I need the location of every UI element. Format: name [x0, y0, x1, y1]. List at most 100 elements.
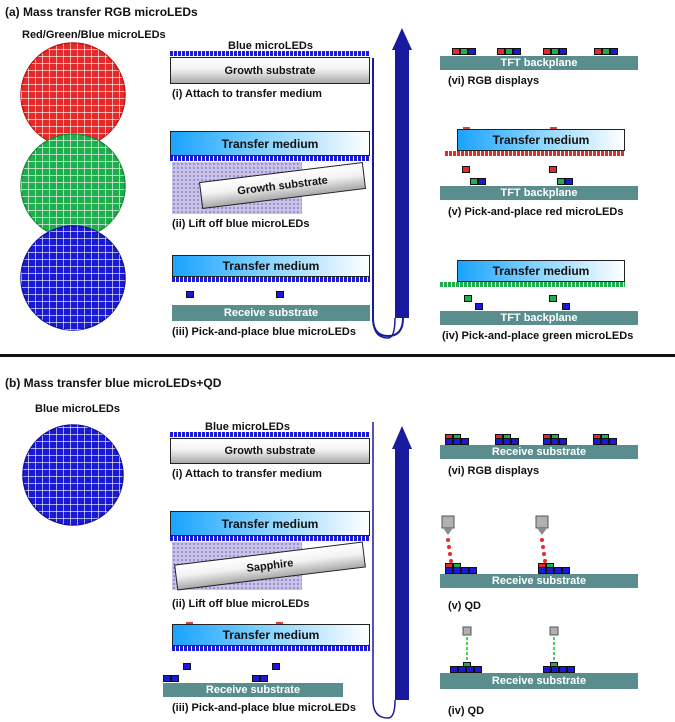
b-step6-chip	[445, 438, 453, 445]
a-step3-chip	[276, 291, 284, 298]
b-step6-chip	[593, 438, 601, 445]
a-step4-tft-backplane: TFT backplane	[440, 311, 638, 325]
b-step6-chip	[559, 438, 567, 445]
a-step6-chip	[513, 48, 521, 55]
b-step2-microled-row	[170, 536, 370, 541]
a-step1-top-label: Blue microLEDs	[228, 40, 313, 52]
b-step5-chip	[461, 567, 469, 574]
b-step4-caption: (iv) QD	[448, 705, 485, 717]
b-step5-chip	[445, 567, 453, 574]
qd-nozzles-green	[462, 626, 559, 660]
a-step2-caption: (ii) Lift off blue microLEDs	[172, 218, 310, 230]
b-step4-chip	[559, 666, 567, 673]
b-step3-chip	[183, 663, 191, 670]
panel-a-title: (a) Mass transfer RGB microLEDs	[5, 5, 198, 19]
b-step1-caption: (i) Attach to transfer medium	[172, 468, 322, 480]
a-step4-caption: (iv) Pick-and-place green microLEDs	[442, 330, 634, 342]
b-step6-chip	[453, 438, 461, 445]
b-step6-caption: (vi) RGB displays	[448, 465, 540, 477]
b-step4-chip	[474, 666, 482, 673]
a-step6-chip	[505, 48, 513, 55]
b-step4-chip	[543, 666, 551, 673]
a-step6-tft-backplane: TFT backplane	[440, 56, 638, 70]
a-step5-chip	[462, 166, 470, 173]
b-step6-chip	[503, 438, 511, 445]
b-step3-transfer-medium: Transfer medium	[172, 624, 370, 646]
a-step6-chip	[497, 48, 505, 55]
b-step6-chip	[495, 438, 503, 445]
b-step3-chip	[272, 663, 280, 670]
b-step5-caption: (v) QD	[448, 600, 481, 612]
wafer-red	[20, 42, 126, 148]
b-step6-chip	[461, 438, 469, 445]
b-step4-chip	[458, 666, 466, 673]
a-step6-chip	[559, 48, 567, 55]
process-arrow-b	[372, 422, 396, 719]
a-step6-chip	[460, 48, 468, 55]
section-divider	[0, 354, 675, 357]
b-step2-caption: (ii) Lift off blue microLEDs	[172, 598, 310, 610]
wafer-blue-b	[22, 424, 124, 526]
b-step6-chip	[543, 438, 551, 445]
a-step4-microled-row	[440, 282, 625, 287]
panel-b-title: (b) Mass transfer blue microLEDs+QD	[5, 376, 222, 390]
b-step5-chip	[562, 567, 570, 574]
a-step6-chip	[594, 48, 602, 55]
a-step5-chip	[549, 166, 557, 173]
b-step3-caption: (iii) Pick-and-place blue microLEDs	[172, 702, 356, 714]
a-step5-tft-backplane: TFT backplane	[440, 186, 638, 200]
b-step6-receive-substrate: Receive substrate	[440, 445, 638, 459]
a-step5-caption: (v) Pick-and-place red microLEDs	[448, 206, 624, 218]
b-step5-receive-substrate: Receive substrate	[440, 574, 638, 588]
b-step1-growth-substrate: Growth substrate	[170, 438, 370, 464]
b-step4-chip	[551, 666, 559, 673]
b-step5-chip	[469, 567, 477, 574]
b-step5-chip	[546, 567, 554, 574]
b-step6-chip	[601, 438, 609, 445]
a-step1-growth-substrate: Growth substrate	[170, 57, 370, 84]
wafer-blue	[20, 225, 126, 331]
a-step5-chip	[565, 178, 573, 185]
a-step3-microled-row	[172, 277, 370, 282]
a-step3-transfer-medium: Transfer medium	[172, 255, 370, 277]
b-step4-chip	[466, 666, 474, 673]
b-step5-chip	[453, 567, 461, 574]
b-step5-chip	[554, 567, 562, 574]
b-step4-receive-substrate: Receive substrate	[440, 673, 638, 689]
a-step4-chip	[464, 295, 472, 302]
a-step3-caption: (iii) Pick-and-place blue microLEDs	[172, 326, 356, 338]
b-step3-microled-row	[172, 646, 370, 651]
a-step4-chip	[475, 303, 483, 310]
a-step4-chip	[549, 295, 557, 302]
b-step4-chip	[567, 666, 575, 673]
b-step3-chip	[171, 675, 179, 682]
panel-a-wafer-label: Red/Green/Blue microLEDs	[22, 29, 166, 41]
panel-b-wafer-label: Blue microLEDs	[35, 403, 120, 415]
b-step1-microled-row	[170, 432, 370, 437]
a-step6-chip	[610, 48, 618, 55]
a-step1-caption: (i) Attach to transfer medium	[172, 88, 322, 100]
b-step6-chip	[609, 438, 617, 445]
b-step3-chip	[163, 675, 171, 682]
a-step6-chip	[551, 48, 559, 55]
a-step1-microled-row	[170, 51, 370, 56]
b-step5-chip	[538, 567, 546, 574]
b-step2-transfer-medium: Transfer medium	[170, 511, 370, 536]
a-step2-transfer-medium: Transfer medium	[170, 131, 370, 156]
a-step6-chip	[602, 48, 610, 55]
b-step1-top-label: Blue microLEDs	[205, 421, 290, 433]
a-step6-caption: (vi) RGB displays	[448, 75, 540, 87]
a-step5-chip	[557, 178, 565, 185]
a-step6-chip	[543, 48, 551, 55]
b-step3-receive-substrate: Receive substrate	[163, 683, 343, 697]
a-step2-microled-row	[170, 156, 370, 161]
a-step6-chip	[468, 48, 476, 55]
arrow-head-a	[392, 28, 412, 50]
wafer-green	[20, 133, 126, 239]
arrow-head-b	[392, 426, 412, 449]
a-step4-transfer-medium: Transfer medium	[457, 260, 625, 282]
a-step3-receive-substrate: Receive substrate	[172, 305, 370, 321]
a-step5-transfer-medium: Transfer medium	[457, 129, 625, 151]
a-step6-chip	[452, 48, 460, 55]
